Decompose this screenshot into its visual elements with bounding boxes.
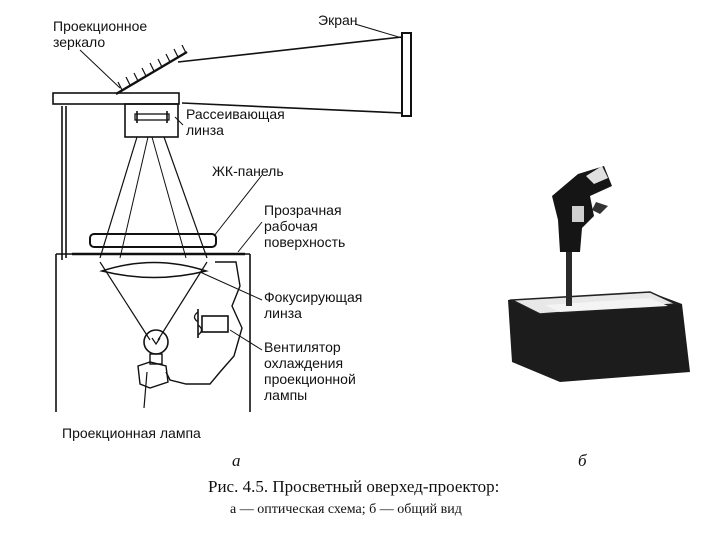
projection-lamp <box>143 329 169 409</box>
projector-housing <box>55 253 251 412</box>
leader-line <box>213 174 263 237</box>
projected-ray-top <box>177 36 403 63</box>
leader-line <box>237 221 263 253</box>
light-ray <box>163 136 208 259</box>
label-surface-line3: поверхность <box>264 234 345 250</box>
panel-label-a: а <box>232 451 241 470</box>
diverging-lens <box>124 103 179 138</box>
figure-caption-title: Рис. 4.5. Просветный оверхед-проектор: <box>208 477 499 496</box>
label-surface-line2: рабочая <box>264 218 318 234</box>
label-fan-line2: охлаждения <box>264 355 343 371</box>
label-fan-line1: Вентилятор <box>264 339 341 355</box>
leader-line <box>79 49 121 89</box>
label-screen: Экран <box>318 12 358 28</box>
support-arm <box>61 106 67 260</box>
label-diverging-lens-line1: Рассеивающая <box>186 106 285 122</box>
light-ray <box>119 136 149 259</box>
leader-line <box>229 329 263 351</box>
label-fan-line4: лампы <box>264 387 307 403</box>
label-focusing-lens-line2: линза <box>264 305 302 321</box>
lcd-panel <box>89 233 217 248</box>
cooling-fan <box>193 309 229 338</box>
light-ray <box>151 136 187 259</box>
projection-mirror <box>115 44 188 96</box>
light-ray <box>99 136 138 259</box>
projector-photo <box>508 166 690 382</box>
label-diverging-lens-line2: линза <box>186 122 224 138</box>
label-lcd-panel: ЖК-панель <box>212 163 284 179</box>
figure-caption-subtitle: а — оптическая схема; б — общий вид <box>230 502 462 517</box>
label-mirror-line1: Проекционное <box>53 18 147 34</box>
leader-line <box>174 116 184 126</box>
head-bar <box>52 92 180 105</box>
leader-line <box>199 271 263 301</box>
label-fan-line3: проекционной <box>264 371 356 387</box>
label-surface-line1: Прозрачная <box>264 202 342 218</box>
label-lamp: Проекционная лампа <box>62 425 201 441</box>
screen <box>401 32 412 117</box>
leader-line <box>354 23 403 39</box>
lamp-base-contour <box>137 361 169 389</box>
label-focusing-lens-line1: Фокусирующая <box>264 289 362 305</box>
label-mirror-line2: зеркало <box>53 34 105 50</box>
optical-scheme <box>52 23 412 412</box>
light-ray <box>157 261 208 341</box>
panel-label-b: б <box>578 451 587 470</box>
internal-baffle <box>165 261 243 385</box>
light-ray <box>99 261 151 341</box>
projected-ray-bottom <box>181 102 403 114</box>
focusing-lens <box>99 261 209 279</box>
